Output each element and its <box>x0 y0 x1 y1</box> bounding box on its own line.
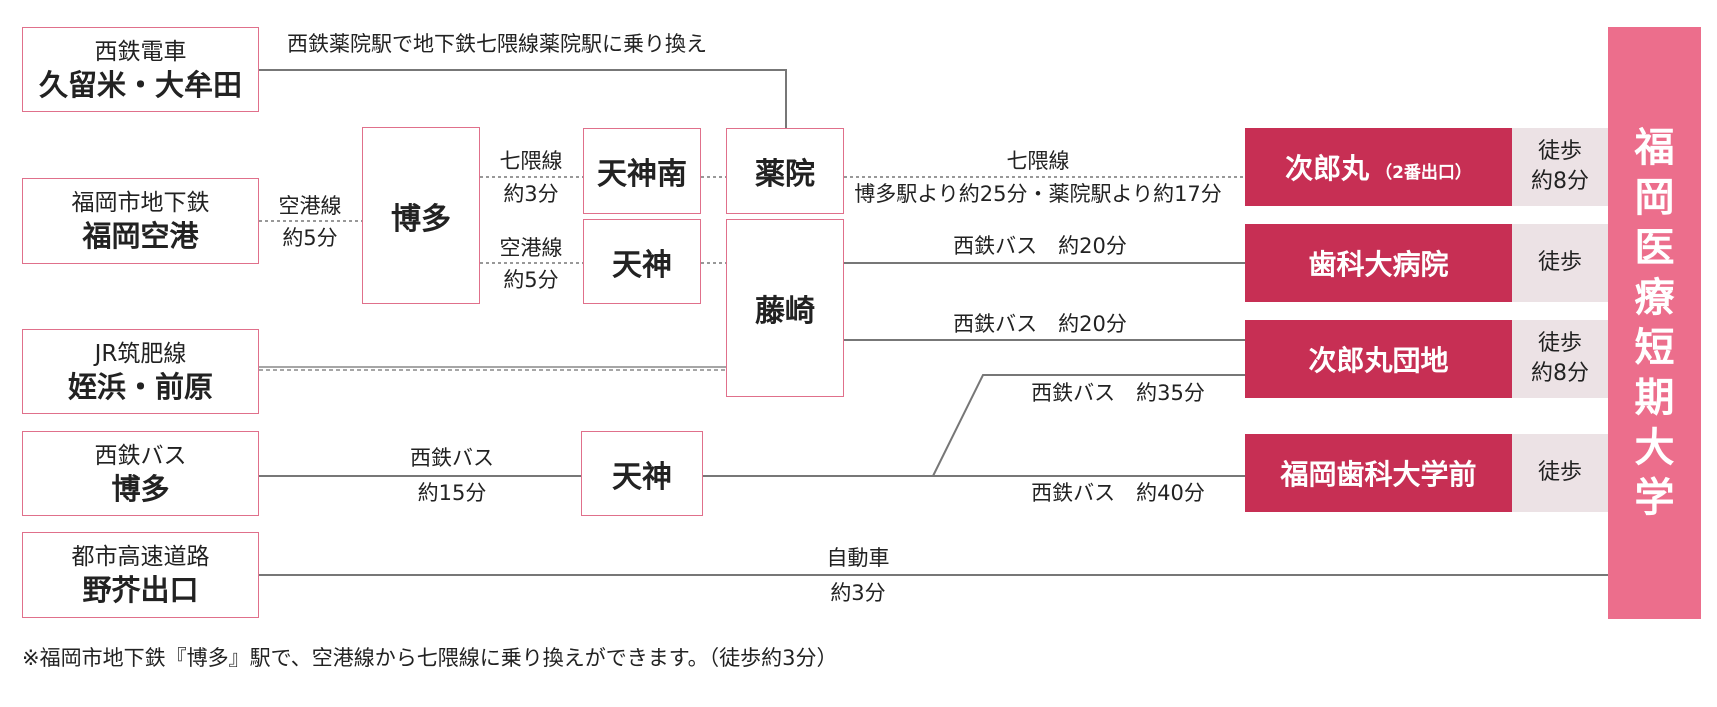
origin-station: 久留米・大牟田 <box>38 67 242 102</box>
line-kurume-yakuin <box>259 69 787 128</box>
label-bus-20-danchi: 西鉄バス 約20分 <box>953 312 1127 336</box>
origin-line: 西鉄バス <box>94 442 187 469</box>
walk-time: 約8分 <box>1531 169 1589 194</box>
walk-time: 約8分 <box>1531 361 1589 386</box>
dest-dental-univ-mae: 福岡歯科大学前 <box>1245 434 1512 512</box>
station-name: 藤崎 <box>755 294 815 329</box>
walk-label: 徒歩 <box>1537 460 1582 485</box>
walk-label: 徒歩 <box>1537 331 1582 356</box>
walk-dental-univ-mae: 徒歩 <box>1512 434 1608 512</box>
dest-name: 次郎丸 <box>1285 152 1370 185</box>
label-bus-hakata-time: 約15分 <box>417 481 487 505</box>
label-bus-40: 西鉄バス 約40分 <box>1031 481 1205 505</box>
dest-name: 歯科大病院 <box>1308 248 1449 281</box>
dest-exit-note: （2番出口） <box>1375 162 1472 183</box>
university-char: 大 <box>1634 425 1675 471</box>
label-nanakuma-line: 七隈線 <box>499 149 563 173</box>
label-nanakuma-detail: 博多駅より約25分・薬院駅より約17分 <box>854 182 1222 206</box>
walk-label: 徒歩 <box>1537 139 1582 164</box>
university-name: 福 岡 医 療 短 期 大 学 <box>1608 27 1701 619</box>
station-hakata: 博多 <box>362 127 480 304</box>
label-car-mode: 自動車 <box>826 546 890 570</box>
label-bus-20-hospital: 西鉄バス 約20分 <box>953 234 1127 258</box>
station-tenjin-minami: 天神南 <box>583 128 701 214</box>
label-nanakuma-time: 約3分 <box>503 182 559 206</box>
station-name: 博多 <box>391 201 451 237</box>
dest-name: 福岡歯科大学前 <box>1280 458 1477 491</box>
walk-jiromaru-danchi: 徒歩 約8分 <box>1512 320 1608 398</box>
university-char: 岡 <box>1634 175 1675 221</box>
origin-line: JR筑肥線 <box>94 340 187 367</box>
dest-jiromaru-danchi: 次郎丸団地 <box>1245 320 1512 398</box>
walk-jiromaru: 徒歩 約8分 <box>1512 128 1608 206</box>
university-char: 学 <box>1634 475 1675 521</box>
walk-label: 徒歩 <box>1537 250 1582 275</box>
label-airport-time: 約5分 <box>282 226 338 250</box>
origin-line: 都市高速道路 <box>71 544 210 570</box>
line-tenjin-danchi <box>932 374 1245 477</box>
station-name: 天神 <box>612 247 672 283</box>
label-bus-35: 西鉄バス 約35分 <box>1031 381 1205 405</box>
origin-station: 野芥出口 <box>82 573 199 607</box>
label-transfer-yakuin: 西鉄薬院駅で地下鉄七隈線薬院駅に乗り換え <box>287 32 707 56</box>
origin-airport: 福岡市地下鉄 福岡空港 <box>22 178 259 264</box>
footnote: ※福岡市地下鉄『博多』駅で、空港線から七隈線に乗り換えができます。（徒歩約3分） <box>22 646 838 670</box>
origin-line: 西鉄電車 <box>94 38 187 65</box>
dest-dental-hospital: 歯科大病院 <box>1245 224 1512 302</box>
walk-dental-hospital: 徒歩 <box>1512 224 1608 302</box>
label-car-time: 約3分 <box>830 581 886 605</box>
station-yakuin: 薬院 <box>726 128 844 214</box>
origin-bus-hakata: 西鉄バス 博多 <box>22 431 259 516</box>
station-name: 天神 <box>612 459 672 495</box>
station-tenjin-bus: 天神 <box>581 431 703 516</box>
station-name: 薬院 <box>755 157 815 192</box>
origin-line: 福岡市地下鉄 <box>71 190 210 216</box>
university-char: 福 <box>1634 125 1675 171</box>
origin-station: 福岡空港 <box>82 219 199 253</box>
origin-meinohama: JR筑肥線 姪浜・前原 <box>22 329 259 414</box>
station-name: 天神南 <box>597 157 687 192</box>
university-char: 期 <box>1634 375 1675 421</box>
label-kuko-line: 空港線 <box>499 236 563 260</box>
dest-name: 次郎丸団地 <box>1308 344 1449 377</box>
university-char: 療 <box>1634 275 1675 321</box>
label-airport-line: 空港線 <box>278 194 342 218</box>
origin-kurume: 西鉄電車 久留米・大牟田 <box>22 27 259 112</box>
origin-station: 博多 <box>111 471 170 506</box>
university-char: 短 <box>1634 325 1675 371</box>
station-tenjin-subway: 天神 <box>583 219 701 304</box>
label-nanakuma-main: 七隈線 <box>1006 149 1070 173</box>
station-fujisaki: 藤崎 <box>726 219 844 397</box>
origin-highway: 都市高速道路 野芥出口 <box>22 532 259 618</box>
university-char: 医 <box>1634 225 1675 271</box>
label-bus-hakata-line: 西鉄バス <box>410 446 494 470</box>
label-kuko-time: 約5分 <box>503 268 559 292</box>
dest-jiromaru: 次郎丸 （2番出口） <box>1245 128 1512 206</box>
origin-station: 姪浜・前原 <box>67 369 213 404</box>
